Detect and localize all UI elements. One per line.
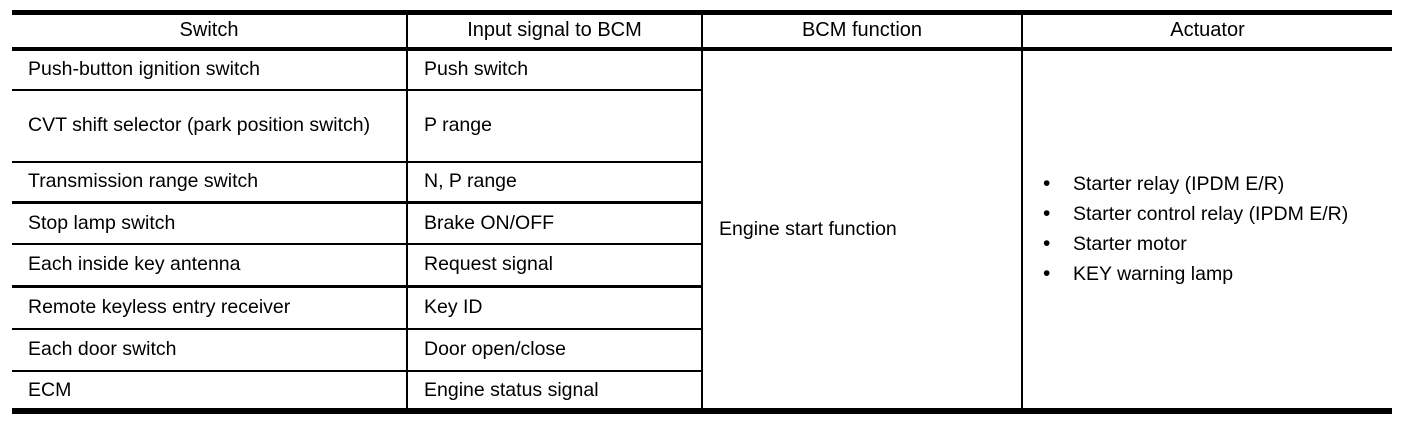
actuator-list-item: Starter motor <box>1023 229 1364 259</box>
bcm-engine-start-table: Switch Input signal to BCM BCM function … <box>12 10 1392 415</box>
actuator-list: Starter relay (IPDM E/R) Starter control… <box>1023 169 1364 289</box>
table-row: CVT shift selector (park position switch… <box>12 89 1392 163</box>
bcm-function-cell: Engine start function <box>702 48 1023 412</box>
signal-cell: Key ID <box>407 286 703 330</box>
bullet-icon <box>1043 229 1050 259</box>
actuator-cell: Starter relay (IPDM E/R) Starter control… <box>1022 49 1392 412</box>
table-row: Stop lamp switch Brake ON/OFF <box>12 202 1392 245</box>
switch-cell: Transmission range switch <box>12 161 408 204</box>
switch-cell: CVT shift selector (park position switch… <box>12 89 408 163</box>
actuator-item-label: Starter motor <box>1073 233 1187 256</box>
bullet-icon <box>1043 259 1050 289</box>
signal-cell: Request signal <box>407 243 703 288</box>
switch-cell: Remote keyless entry receiver <box>12 286 408 330</box>
actuator-item-label: KEY warning lamp <box>1073 263 1234 286</box>
table-row: Transmission range switch N, P range <box>12 161 1392 204</box>
column-header-input-signal: Input signal to BCM <box>407 12 703 51</box>
signal-cell: Engine status signal <box>407 370 703 412</box>
signal-cell: Door open/close <box>407 328 703 372</box>
table-row: Each inside key antenna Request signal <box>12 243 1392 288</box>
actuator-item-label: Starter relay (IPDM E/R) <box>1073 173 1285 196</box>
switch-cell: Push-button ignition switch <box>12 48 408 91</box>
table-row: Each door switch Door open/close <box>12 328 1392 372</box>
column-header-bcm-function: BCM function <box>702 12 1023 51</box>
column-header-actuator: Actuator <box>1022 12 1392 51</box>
switch-cell: Stop lamp switch <box>12 202 408 245</box>
actuator-item-label: Starter control relay (IPDM E/R) <box>1073 203 1349 226</box>
actuator-list-item: KEY warning lamp <box>1023 259 1364 289</box>
actuator-list-item: Starter relay (IPDM E/R) <box>1023 169 1364 199</box>
bullet-icon <box>1043 169 1050 199</box>
switch-cell: Each door switch <box>12 328 408 372</box>
table-row: Push-button ignition switch Push switch … <box>12 48 1392 412</box>
signal-cell: P range <box>407 89 703 163</box>
signal-cell: Brake ON/OFF <box>407 202 703 245</box>
signal-cell: N, P range <box>407 161 703 204</box>
switch-cell: ECM <box>12 370 408 412</box>
column-header-switch: Switch <box>12 12 408 51</box>
bullet-icon <box>1043 199 1050 229</box>
table-row: Remote keyless entry receiver Key ID <box>12 286 1392 330</box>
signal-cell: Push switch <box>407 48 703 91</box>
actuator-list-item: Starter control relay (IPDM E/R) <box>1023 199 1364 229</box>
header-row: Switch Input signal to BCM BCM function … <box>12 12 1392 51</box>
bcm-engine-start-table-wrap: Switch Input signal to BCM BCM function … <box>12 10 1392 415</box>
table-row: ECM Engine status signal <box>12 370 1392 412</box>
switch-cell: Each inside key antenna <box>12 243 408 288</box>
bcm-function-label: Engine start function <box>719 218 897 240</box>
